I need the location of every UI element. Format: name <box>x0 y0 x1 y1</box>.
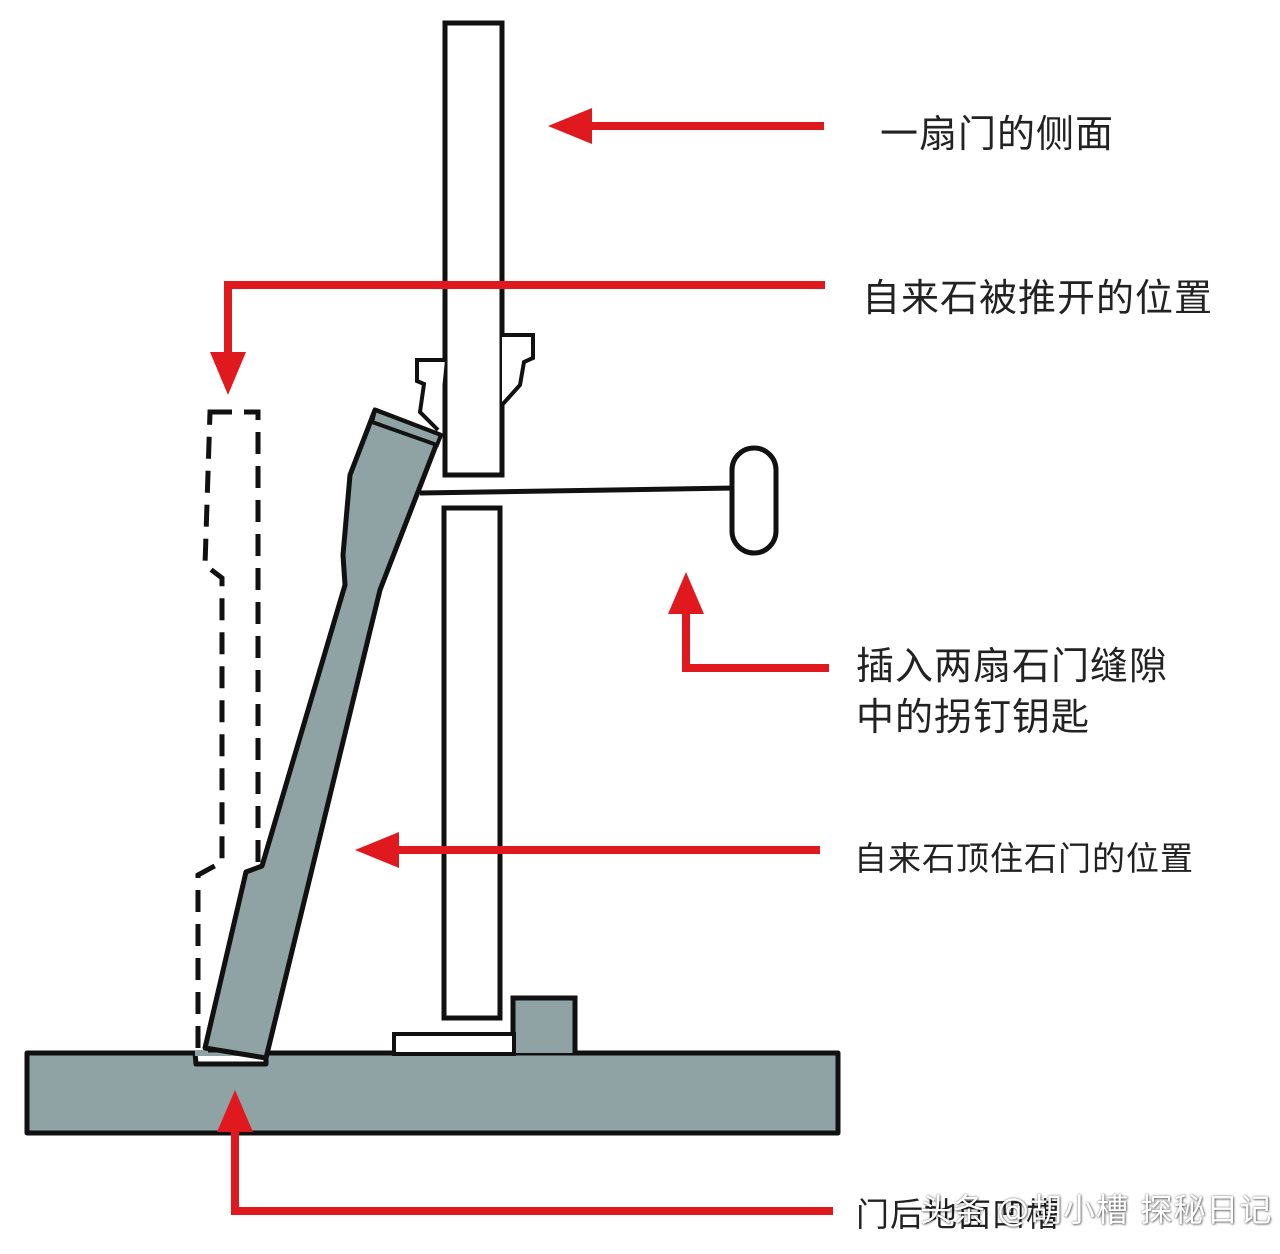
arrow-groove <box>217 1090 833 1215</box>
label-groove: 门后地面凹槽 <box>856 1195 1060 1234</box>
label-door-side: 一扇门的侧面 <box>880 112 1115 156</box>
arrow-key <box>668 572 829 672</box>
door-upper-panel <box>442 20 505 478</box>
watermark: 头条 @胡小槽 探秘日记 <box>920 1191 1273 1229</box>
label-pushed-position: 自来石被推开的位置 <box>862 276 1214 320</box>
leaning-stone <box>202 407 443 1061</box>
stone-top-cap <box>369 407 444 448</box>
door-top-catch <box>415 333 535 432</box>
arrow-door-side <box>548 108 824 144</box>
door-base-plate <box>392 1032 516 1056</box>
label-key-line2: 中的拐钉钥匙 <box>856 695 1091 739</box>
label-key-line1: 插入两扇石门缝隙 <box>856 644 1169 688</box>
door-stop-block <box>510 995 578 1053</box>
arrow-holding-position <box>355 832 820 868</box>
stone-pushed-outline <box>195 409 261 1053</box>
ground-slab <box>24 1050 841 1136</box>
door-lower-panel <box>441 505 503 1021</box>
arrow-pushed-position <box>210 281 825 395</box>
crooked-key <box>419 445 779 556</box>
label-holding-position: 自来石顶住石门的位置 <box>854 839 1194 878</box>
